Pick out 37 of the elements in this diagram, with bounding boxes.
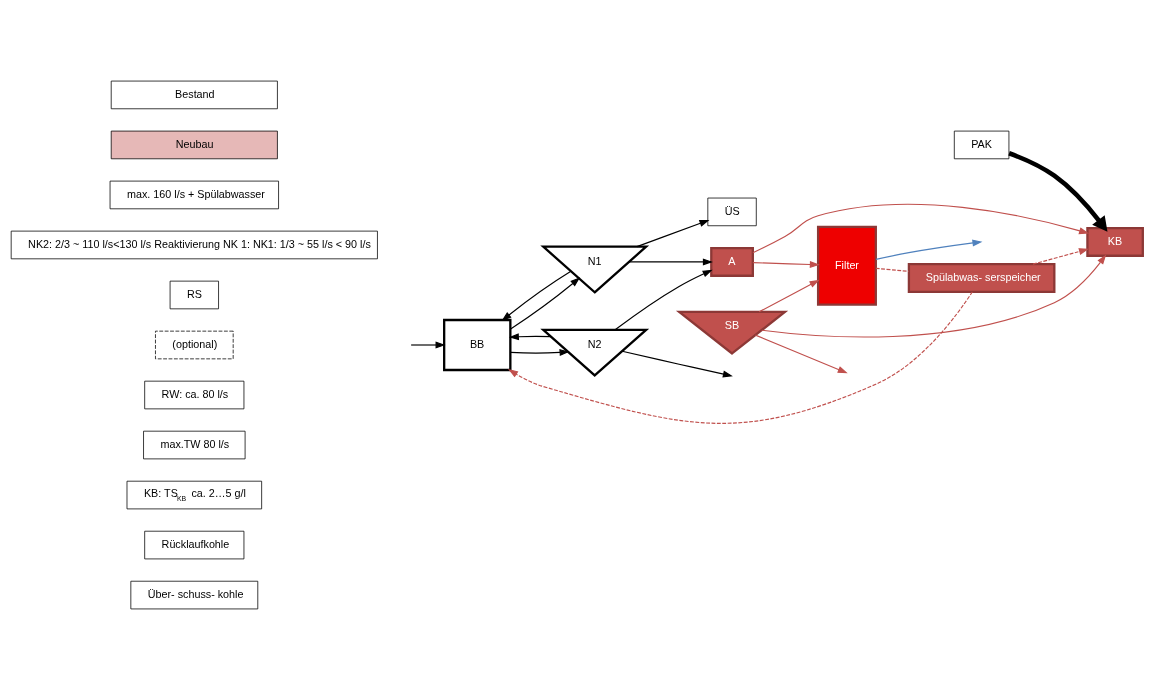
arrow	[410, 341, 446, 348]
node-box: max. 160 l/s + Spülabwasser	[109, 180, 279, 209]
arrow	[1008, 150, 1108, 232]
arrow	[508, 290, 973, 424]
node-box: NK2: 2/3 ~ 110 l/s<130 l/s Reaktivierung NK 1: NK1: 1/3 ~ 55 l/s < 90 l/s	[10, 230, 378, 259]
arrow	[628, 257, 713, 265]
arrow	[510, 348, 570, 356]
node-box: ÜS	[707, 197, 757, 226]
node-box: Neubau	[110, 130, 278, 159]
arrow	[614, 269, 713, 330]
arrow	[752, 203, 1090, 253]
arrow	[875, 239, 983, 260]
node-box: Filter	[816, 225, 877, 306]
node-box: KB: TS$_{KB}$ ca. 2…5 g/l	[126, 480, 263, 509]
node-box: max.TW 80 l/s	[143, 430, 246, 459]
arrow	[1032, 247, 1089, 265]
node-box: Rücklaufkohle	[144, 530, 245, 559]
arrow	[761, 253, 1107, 338]
node-box: RS	[169, 280, 219, 309]
node-box: PAK	[953, 130, 1010, 159]
node-box: Spülabwas- serspeicher	[907, 262, 1056, 293]
arrow	[621, 350, 733, 377]
node-box: (optional)	[155, 330, 234, 359]
arrow	[752, 260, 820, 268]
node-box: A	[710, 246, 754, 277]
arrow	[754, 334, 848, 373]
node-box: KB	[1086, 226, 1144, 257]
arrow	[510, 276, 581, 330]
arrow	[758, 279, 820, 312]
arrow	[508, 332, 552, 340]
node-box: Bestand	[110, 80, 278, 109]
connector	[875, 267, 910, 272]
node-box: RW: ca. 80 l/s	[144, 380, 245, 409]
node-box: BB	[443, 318, 512, 371]
arrow	[501, 270, 572, 321]
node-box: Über- schuss- kohle	[130, 580, 259, 609]
arrow	[636, 219, 710, 247]
